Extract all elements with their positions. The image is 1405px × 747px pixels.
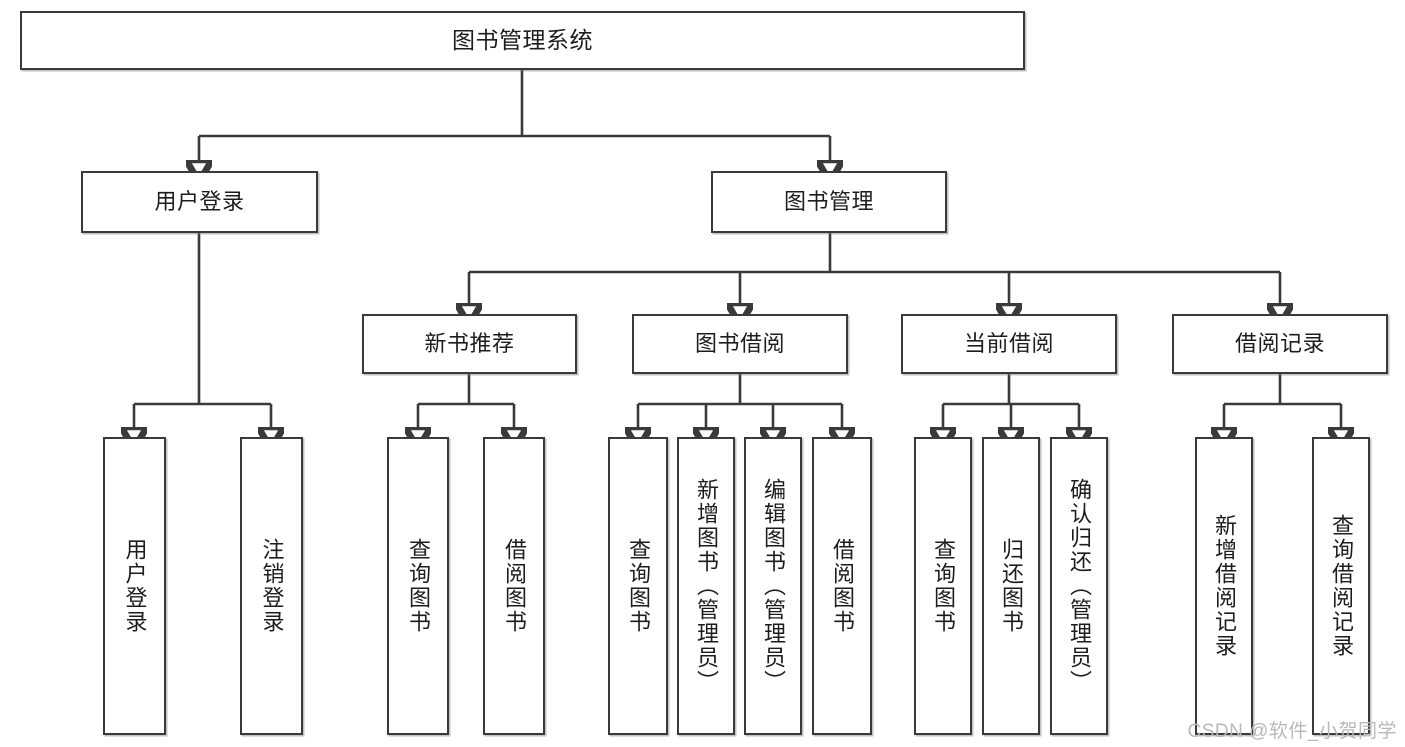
node-label: 编辑图书（管理员）: [761, 478, 786, 694]
leaf-edit-book-admin[interactable]: 编辑图书（管理员）: [744, 437, 802, 735]
node-label: 查询图书: [626, 538, 651, 634]
node-book-borrow[interactable]: 图书借阅: [632, 314, 848, 374]
node-label: 图书管理系统: [452, 27, 593, 54]
leaf-query-borrow-record[interactable]: 查询借阅记录: [1312, 437, 1370, 735]
node-label: 新增图书（管理员）: [694, 478, 719, 694]
node-label: 查询图书: [406, 538, 431, 634]
node-label: 注销登录: [259, 538, 285, 634]
node-label: 借阅图书: [830, 538, 855, 634]
node-label: 用户登录: [122, 538, 148, 634]
watermark: CSDN @软件_小贺同学: [1187, 721, 1397, 742]
leaf-borrow-book[interactable]: 借阅图书: [812, 437, 872, 735]
node-label: 归还图书: [999, 538, 1024, 634]
node-borrow-record[interactable]: 借阅记录: [1172, 314, 1388, 374]
node-user-login[interactable]: 用户登录: [81, 171, 318, 233]
node-label: 图书借阅: [694, 331, 785, 357]
node-label: 图书管理: [783, 189, 874, 215]
node-label: 确认归还（管理员）: [1067, 478, 1092, 694]
node-label: 用户登录: [154, 189, 245, 215]
node-label: 新书推荐: [424, 331, 515, 357]
node-new-book-recommend[interactable]: 新书推荐: [362, 314, 577, 374]
leaf-return-book[interactable]: 归还图书: [982, 437, 1040, 735]
node-current-borrow[interactable]: 当前借阅: [901, 314, 1117, 374]
leaf-query-book-new[interactable]: 查询图书: [387, 437, 449, 735]
leaf-user-login[interactable]: 用户登录: [103, 437, 166, 735]
node-root-system[interactable]: 图书管理系统: [20, 11, 1025, 70]
leaf-borrow-book-new[interactable]: 借阅图书: [483, 437, 545, 735]
node-label: 查询借阅记录: [1329, 514, 1354, 658]
leaf-query-book-borrow[interactable]: 查询图书: [608, 437, 668, 735]
node-label: 借阅图书: [502, 538, 527, 634]
node-label: 查询图书: [931, 538, 956, 634]
leaf-add-borrow-record[interactable]: 新增借阅记录: [1195, 437, 1253, 735]
node-book-management[interactable]: 图书管理: [711, 171, 947, 233]
leaf-logout[interactable]: 注销登录: [240, 437, 303, 735]
node-label: 新增借阅记录: [1212, 514, 1237, 658]
node-label: 当前借阅: [963, 331, 1054, 357]
leaf-query-book-current[interactable]: 查询图书: [914, 437, 972, 735]
leaf-confirm-return-admin[interactable]: 确认归还（管理员）: [1050, 437, 1108, 735]
node-label: 借阅记录: [1234, 331, 1325, 357]
leaf-add-book-admin[interactable]: 新增图书（管理员）: [677, 437, 735, 735]
